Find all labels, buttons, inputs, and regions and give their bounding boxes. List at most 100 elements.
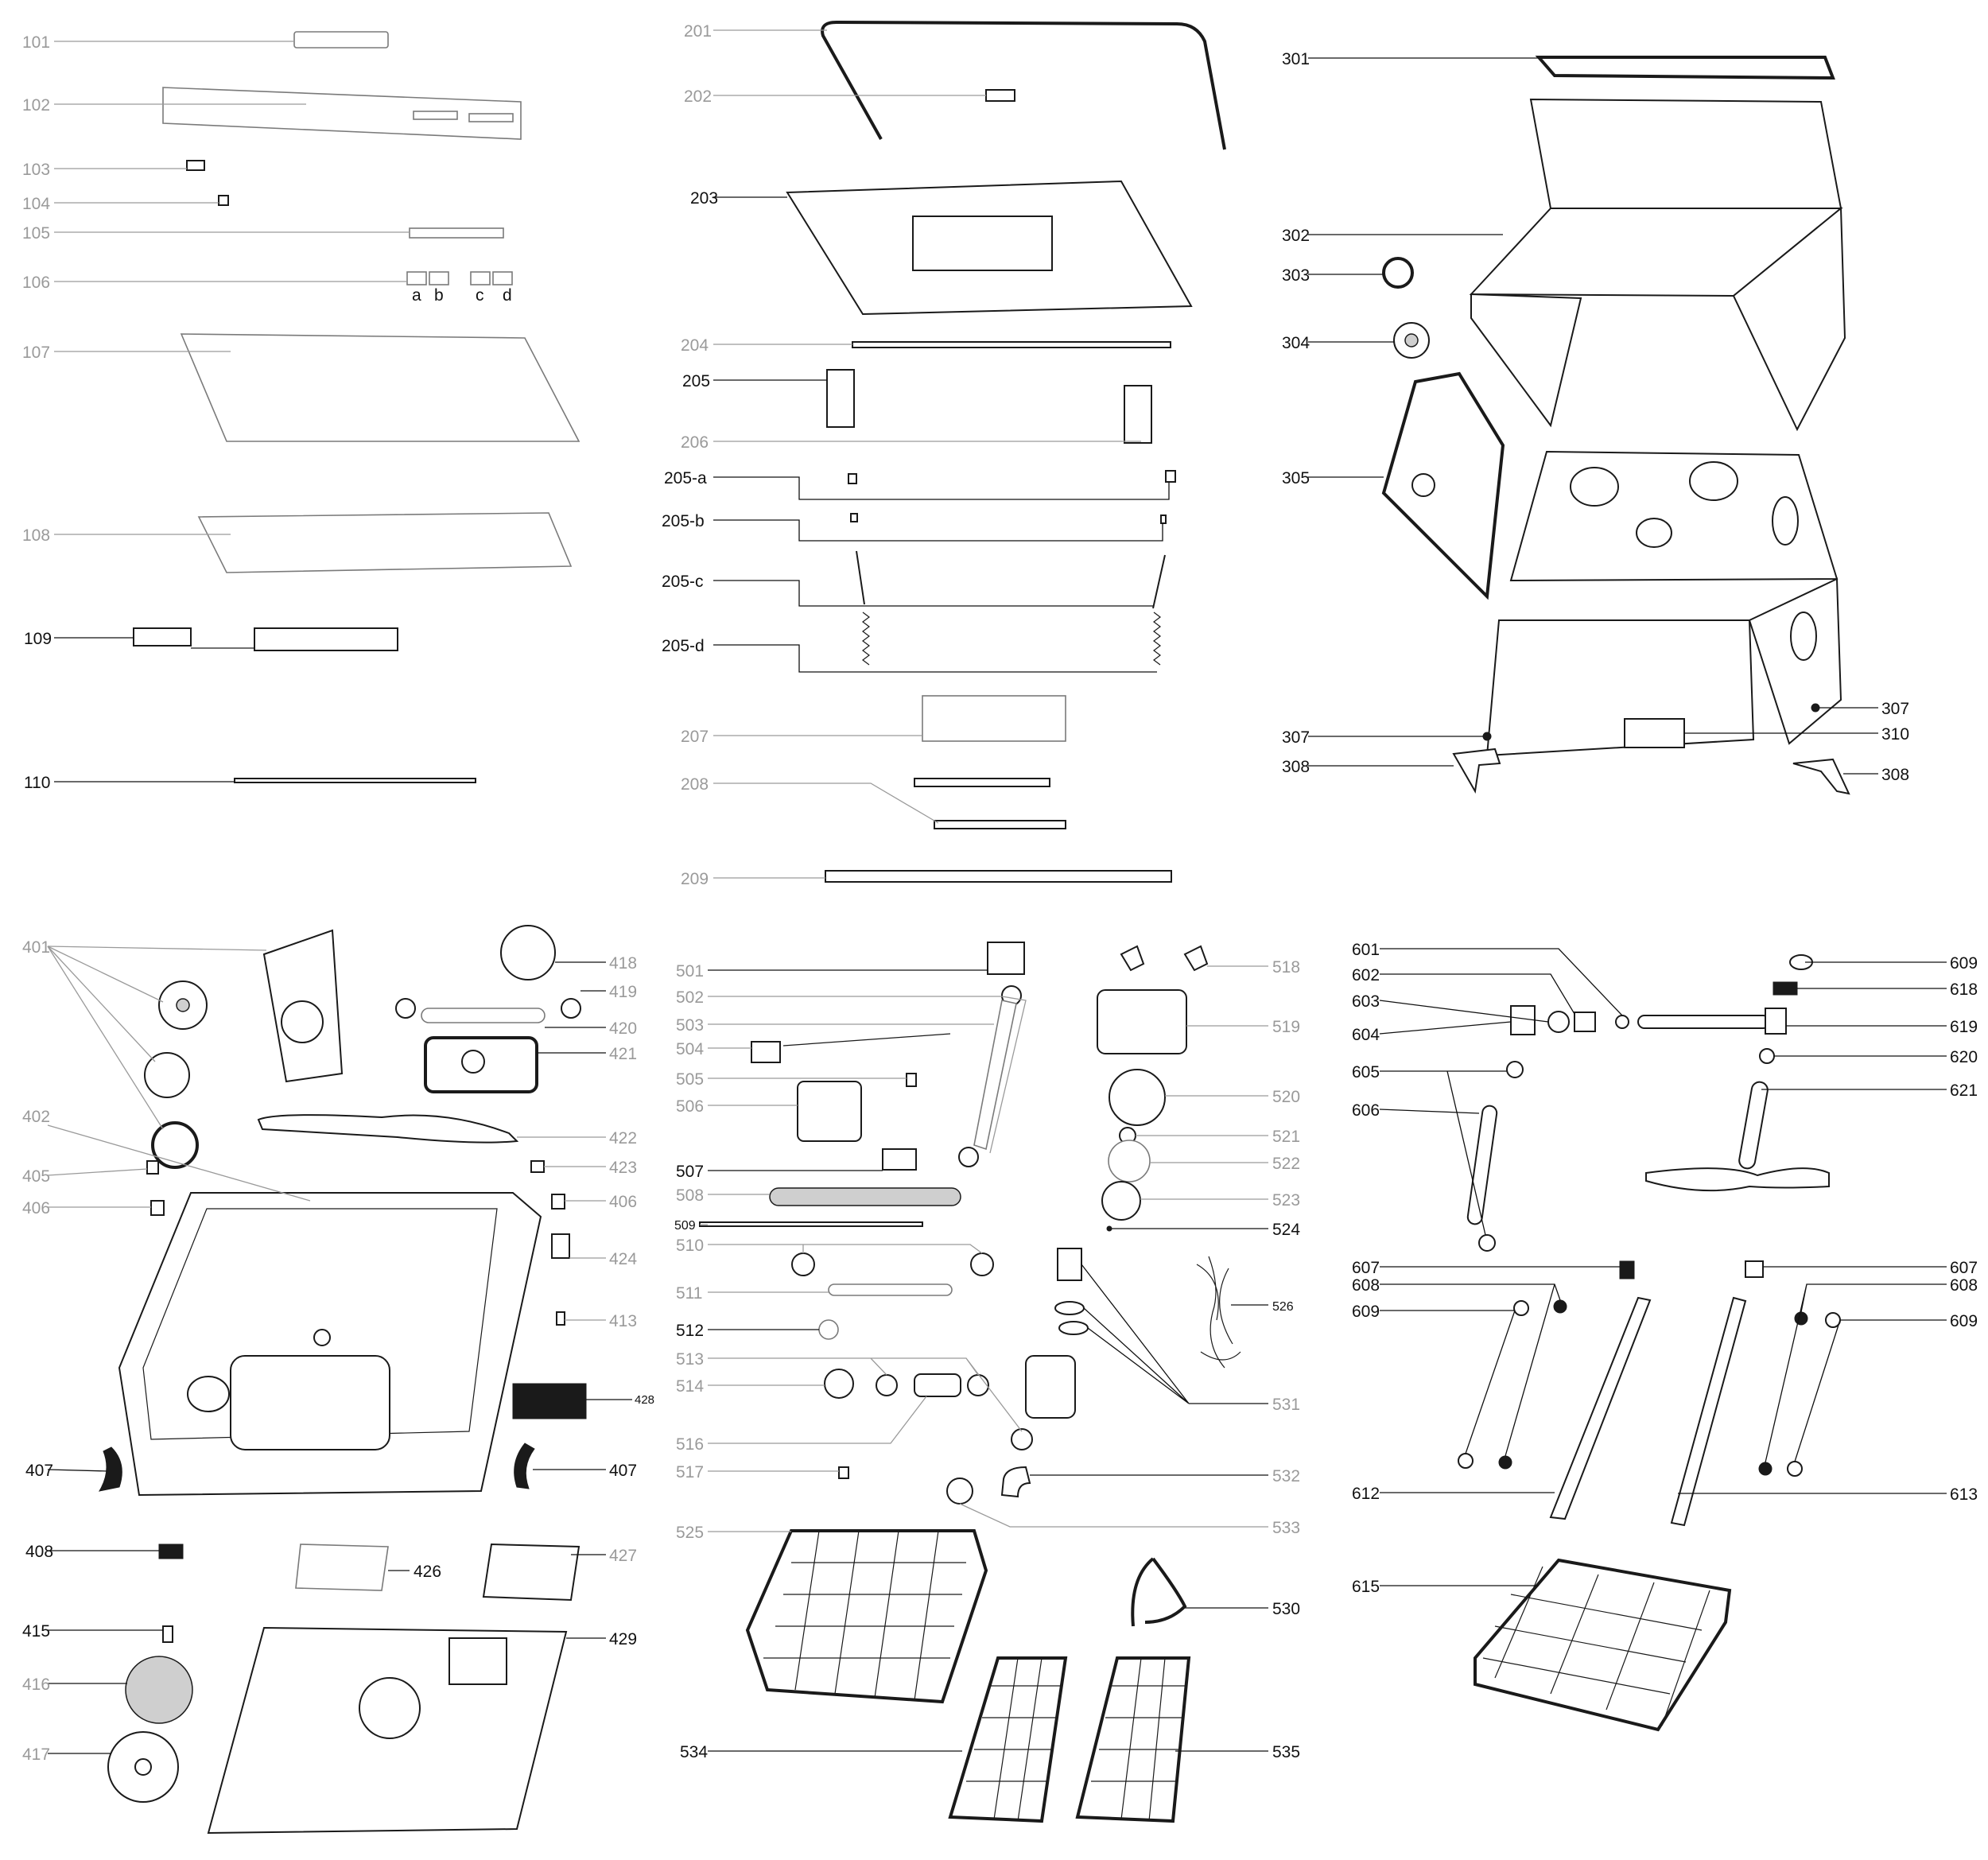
label-608-right: 608 [1950,1276,1978,1295]
part-102-display-2 [468,113,514,122]
part-603-ring [1547,1011,1570,1033]
part-427-board [482,1543,580,1602]
label-304: 304 [1282,334,1310,352]
label-612: 612 [1352,1485,1380,1503]
part-504-plug [751,1041,781,1063]
label-530: 530 [1272,1600,1300,1618]
part-424-latch [551,1233,570,1259]
label-618: 618 [1950,980,1978,999]
label-419: 419 [609,983,637,1001]
part-205d-right-spring [1153,612,1161,666]
part-526-wiring-harness [1196,1256,1241,1369]
part-405-clip [146,1160,159,1175]
label-508: 508 [676,1186,704,1205]
label-609-top: 609 [1950,954,1978,973]
part-302-cabinet-cover [1529,98,1842,209]
part-205c-left [856,550,865,605]
part-534-grid [966,1657,1062,1822]
part-109-pcb-large [254,627,398,651]
label-525: 525 [676,1524,704,1542]
label-522: 522 [1272,1155,1300,1173]
part-107-outer-door [180,333,580,442]
part-513-ring-right [967,1374,989,1396]
part-202-bracket [985,89,1015,102]
label-406-left: 406 [22,1199,50,1217]
part-505-clip [906,1073,917,1087]
label-107: 107 [22,344,50,362]
part-615-basket-grid [1482,1566,1710,1726]
part-503-ring-bottom [958,1147,979,1167]
label-106-c: c [476,286,484,305]
label-613: 613 [1950,1485,1978,1504]
label-534: 534 [680,1743,708,1761]
part-207-box [922,695,1066,742]
part-base-hole-5 [1790,612,1817,661]
part-base-frame-front [1485,619,1755,757]
part-532-elbow [1000,1466,1031,1498]
label-106-d: d [503,286,512,305]
label-109: 109 [24,630,52,648]
label-520: 520 [1272,1088,1300,1106]
part-303-ring [1382,257,1414,289]
part-301-top-rail [1535,56,1835,80]
part-509-rod [699,1221,923,1227]
label-621: 621 [1950,1081,1978,1100]
label-407-left: 407 [25,1462,53,1480]
label-505: 505 [676,1070,704,1089]
label-503: 503 [676,1016,704,1035]
part-208-rail-bottom [934,820,1066,829]
label-205-b: 205-b [662,512,705,530]
part-531-housing [1025,1355,1076,1419]
part-417-disc-hub [134,1758,152,1776]
part-308-right-foot [1792,758,1850,795]
label-106-b: b [434,286,444,305]
part-609-right-bottom [1787,1461,1803,1477]
part-604-elbow [1510,1005,1536,1035]
part-418-filter [500,925,556,980]
label-514: 514 [676,1377,704,1396]
part-608-right-top [1794,1311,1808,1326]
part-511-tube [828,1283,953,1296]
label-510: 510 [676,1237,704,1255]
label-601: 601 [1352,941,1380,959]
label-427: 427 [609,1547,637,1565]
label-609-right: 609 [1950,1312,1978,1330]
part-531-sensor-3 [1058,1321,1089,1335]
part-619-pipe [1637,1015,1770,1029]
part-416-disc [125,1656,193,1724]
label-532: 532 [1272,1467,1300,1485]
part-428-grille [512,1383,587,1419]
label-407-right: 407 [609,1462,637,1480]
part-305-side-plate [1381,371,1505,600]
part-304-disc-hub [1404,333,1419,348]
part-106b-button [429,271,449,285]
part-621-spray-tube [1738,1081,1769,1170]
part-520-heater [1109,1069,1166,1126]
part-619-connector [1765,1008,1787,1035]
label-418: 418 [609,954,637,973]
part-605-ring-bottom [1478,1234,1496,1252]
label-429: 429 [609,1630,637,1648]
group-200-tub-hinges [786,20,1226,883]
part-519-circulation-pump [1097,989,1187,1054]
part-503-hose [973,1000,1017,1151]
part-204-rail [852,341,1171,348]
label-609-left: 609 [1352,1303,1380,1321]
part-606-tube [1466,1105,1498,1225]
label-405: 405 [22,1167,50,1186]
part-401-seal [151,1121,199,1169]
part-621-spray-arm [1645,1167,1830,1192]
part-406-right [551,1194,565,1210]
part-601-ring [1615,1015,1629,1029]
part-400-nozzle [313,1329,331,1346]
label-420: 420 [609,1019,637,1038]
label-406-right: 406 [609,1193,637,1211]
part-205a-right [1165,470,1176,483]
label-416: 416 [22,1676,50,1694]
part-607-right [1745,1260,1764,1278]
part-533-clamp [946,1478,973,1505]
label-401: 401 [22,938,50,957]
label-517: 517 [676,1463,704,1481]
part-525-lower-basket [745,1529,988,1704]
label-106-a: a [412,286,421,305]
